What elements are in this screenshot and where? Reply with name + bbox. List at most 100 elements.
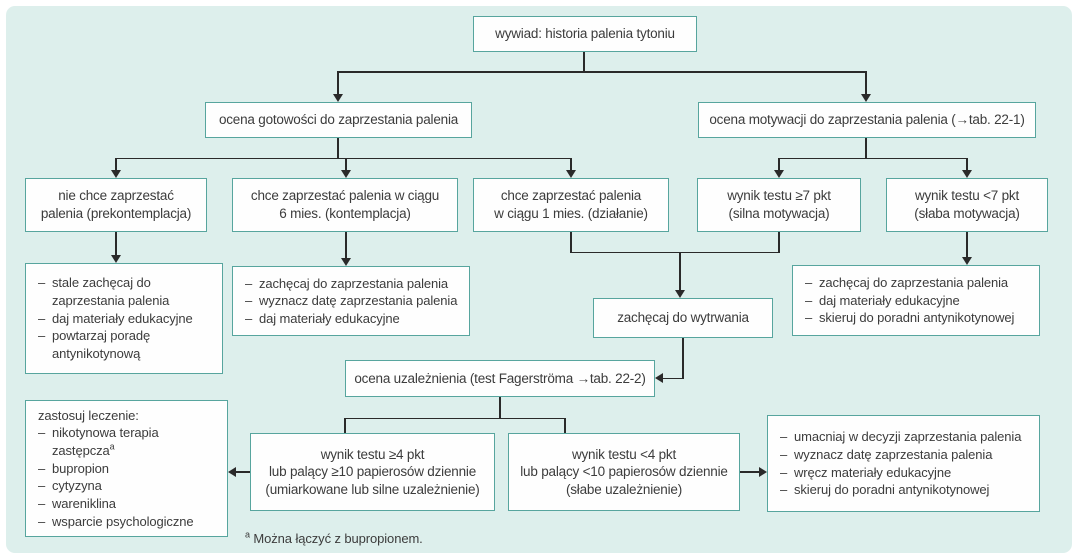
footnote: a Można łączyć z bupropionem. bbox=[245, 530, 423, 546]
dash-bullet: – bbox=[245, 293, 253, 309]
node-strong-motivation: wynik testu ≥7 pkt (silna motywacja) bbox=[697, 178, 861, 232]
list-item-text: umacniaj w decyzji zaprzestania palenia bbox=[794, 429, 1022, 445]
node-advice-contemplation: – zachęcaj do zaprzestania palenia – wyz… bbox=[232, 266, 470, 336]
list-item: – skieruj do poradni antynikotynowej bbox=[805, 309, 1029, 327]
list-item-text: bupropion bbox=[52, 460, 109, 476]
node-line: nie chce zaprzestać bbox=[58, 188, 174, 204]
list-item-text: zachęcaj do zaprzestania palenia bbox=[259, 275, 449, 291]
list-item: – daj materiały edukacyjne bbox=[38, 310, 212, 328]
node-motivation-label: ocena motywacji do zaprzestania palenia … bbox=[709, 112, 1025, 128]
arrowhead-down bbox=[111, 170, 121, 178]
dash-bullet: – bbox=[780, 464, 788, 480]
node-advice-strengthen: – umacniaj w decyzji zaprzestania paleni… bbox=[767, 415, 1040, 512]
list-item-text: stale zachęcaj do zaprzestania palenia bbox=[52, 275, 170, 308]
list-item: – wyznacz datę zaprzestania palenia bbox=[780, 446, 1029, 464]
connector-line bbox=[570, 232, 572, 253]
node-low-dependence: wynik testu <4 pkt lub palący <10 papier… bbox=[508, 433, 740, 511]
node-line: lub palący ≥10 papierosów dziennie bbox=[269, 464, 476, 480]
node-interview: wywiad: historia palenia tytoniu bbox=[473, 16, 697, 52]
dash-bullet: – bbox=[780, 446, 788, 462]
arrowhead-down bbox=[774, 170, 784, 178]
node-line: chce zaprzestać palenia w ciągu bbox=[250, 188, 440, 204]
list-item: – skieruj do poradni antynikotynowej bbox=[780, 481, 1029, 499]
list-item: – wareniklina bbox=[38, 495, 217, 513]
arrowhead-down bbox=[566, 170, 576, 178]
list-item-text: daj materiały edukacyjne bbox=[52, 310, 193, 326]
list-item-text: wręcz materiały edukacyjne bbox=[794, 464, 952, 480]
list-item-text: nikotynowa terapia zastępczaa bbox=[52, 424, 204, 459]
list-item-text: daj materiały edukacyjne bbox=[259, 310, 400, 326]
connector-line bbox=[236, 471, 250, 473]
dash-bullet: – bbox=[780, 482, 788, 498]
node-line: palenia (prekontemplacja) bbox=[40, 206, 192, 221]
list-item: – wręcz materiały edukacyjne bbox=[780, 464, 1029, 482]
node-action: chce zaprzestać palenia w ciągu 1 mies. … bbox=[473, 178, 669, 232]
connector-line bbox=[778, 157, 968, 159]
node-line: wynik testu <7 pkt bbox=[914, 188, 1020, 204]
connector-line bbox=[337, 71, 867, 73]
list-item: – bupropion bbox=[38, 460, 217, 478]
arrowhead-down bbox=[333, 94, 343, 102]
node-line: 6 mies. (kontemplacja) bbox=[279, 206, 411, 221]
arrowhead-down bbox=[341, 258, 351, 266]
node-motivation-assessment: ocena motywacji do zaprzestania palenia … bbox=[698, 102, 1036, 138]
connector-line bbox=[499, 397, 501, 419]
list-item: – wyznacz datę zaprzestania palenia bbox=[245, 292, 459, 310]
list-item-text: zachęcaj do zaprzestania palenia bbox=[819, 275, 1009, 290]
dash-bullet: – bbox=[805, 275, 813, 290]
list-item-text: powtarzaj poradę antynikotynową bbox=[52, 328, 151, 361]
connector-line bbox=[115, 232, 117, 255]
node-weak-motivation: wynik testu <7 pkt (słaba motywacja) bbox=[886, 178, 1048, 232]
arrowhead-down bbox=[861, 94, 871, 102]
treatment-item-nrt: nikotynowa terapia zastępcza bbox=[52, 425, 159, 458]
dash-bullet: – bbox=[38, 513, 46, 529]
connector-line bbox=[345, 232, 347, 258]
node-line: wynik testu ≥4 pkt bbox=[320, 446, 425, 462]
list-item-text: wareniklina bbox=[52, 496, 116, 512]
list-item: – wsparcie psychologiczne bbox=[38, 513, 217, 531]
connector-line bbox=[115, 157, 117, 171]
footnote-marker-ref: a bbox=[109, 441, 115, 452]
node-line: (słabe uzależnienie) bbox=[565, 481, 683, 497]
treatment-heading: zastosuj leczenie: bbox=[38, 407, 139, 423]
dash-bullet: – bbox=[38, 275, 46, 291]
node-readiness-label: ocena gotowości do zaprzestania palenia bbox=[218, 112, 459, 128]
connector-line bbox=[865, 71, 867, 94]
node-contemplation: chce zaprzestać palenia w ciągu 6 mies. … bbox=[232, 178, 458, 232]
connector-line bbox=[337, 71, 339, 94]
arrowhead-down bbox=[675, 290, 685, 298]
dash-bullet: – bbox=[38, 478, 46, 494]
list-item-text: wsparcie psychologiczne bbox=[52, 513, 194, 529]
node-line: wynik testu <4 pkt bbox=[571, 446, 677, 462]
node-line: chce zaprzestać palenia bbox=[500, 188, 642, 204]
dash-bullet: – bbox=[245, 275, 253, 291]
connector-line bbox=[662, 377, 684, 379]
list-item: – nikotynowa terapia zastępczaa bbox=[38, 424, 217, 459]
connector-line bbox=[583, 52, 585, 72]
connector-line bbox=[345, 157, 347, 171]
arrowhead-down bbox=[962, 257, 972, 265]
node-precontemplation: nie chce zaprzestać palenia (prekontempl… bbox=[25, 178, 207, 232]
node-line: lub palący <10 papierosów dziennie bbox=[520, 464, 728, 480]
connector-line bbox=[865, 138, 867, 159]
connector-line bbox=[778, 232, 780, 253]
node-high-dependence: wynik testu ≥4 pkt lub palący ≥10 papier… bbox=[250, 433, 495, 511]
dash-bullet: – bbox=[780, 429, 788, 445]
node-line: (umiarkowane lub silne uzależnienie) bbox=[265, 481, 480, 497]
connector-line bbox=[564, 417, 566, 433]
node-advice-precontemplation: – stale zachęcaj do zaprzestania palenia… bbox=[25, 263, 223, 374]
connector-line bbox=[966, 157, 968, 171]
connector-line bbox=[115, 157, 572, 159]
arrowhead-left bbox=[228, 467, 236, 477]
dash-bullet: – bbox=[245, 310, 253, 326]
list-item-text: skieruj do poradni antynikotynowej bbox=[819, 310, 1015, 326]
connector-line bbox=[570, 157, 572, 171]
node-dependence-assessment: ocena uzależnienia (test Fagerströma →ta… bbox=[345, 360, 655, 397]
node-line: (silna motywacja) bbox=[728, 206, 830, 221]
connector-line bbox=[344, 417, 566, 419]
node-line: wynik testu ≥7 pkt bbox=[727, 188, 831, 204]
node-encourage-persistence: zachęcaj do wytrwania bbox=[593, 298, 773, 338]
list-item: – cytyzyna bbox=[38, 477, 217, 495]
node-interview-label: wywiad: historia palenia tytoniu bbox=[495, 26, 675, 42]
